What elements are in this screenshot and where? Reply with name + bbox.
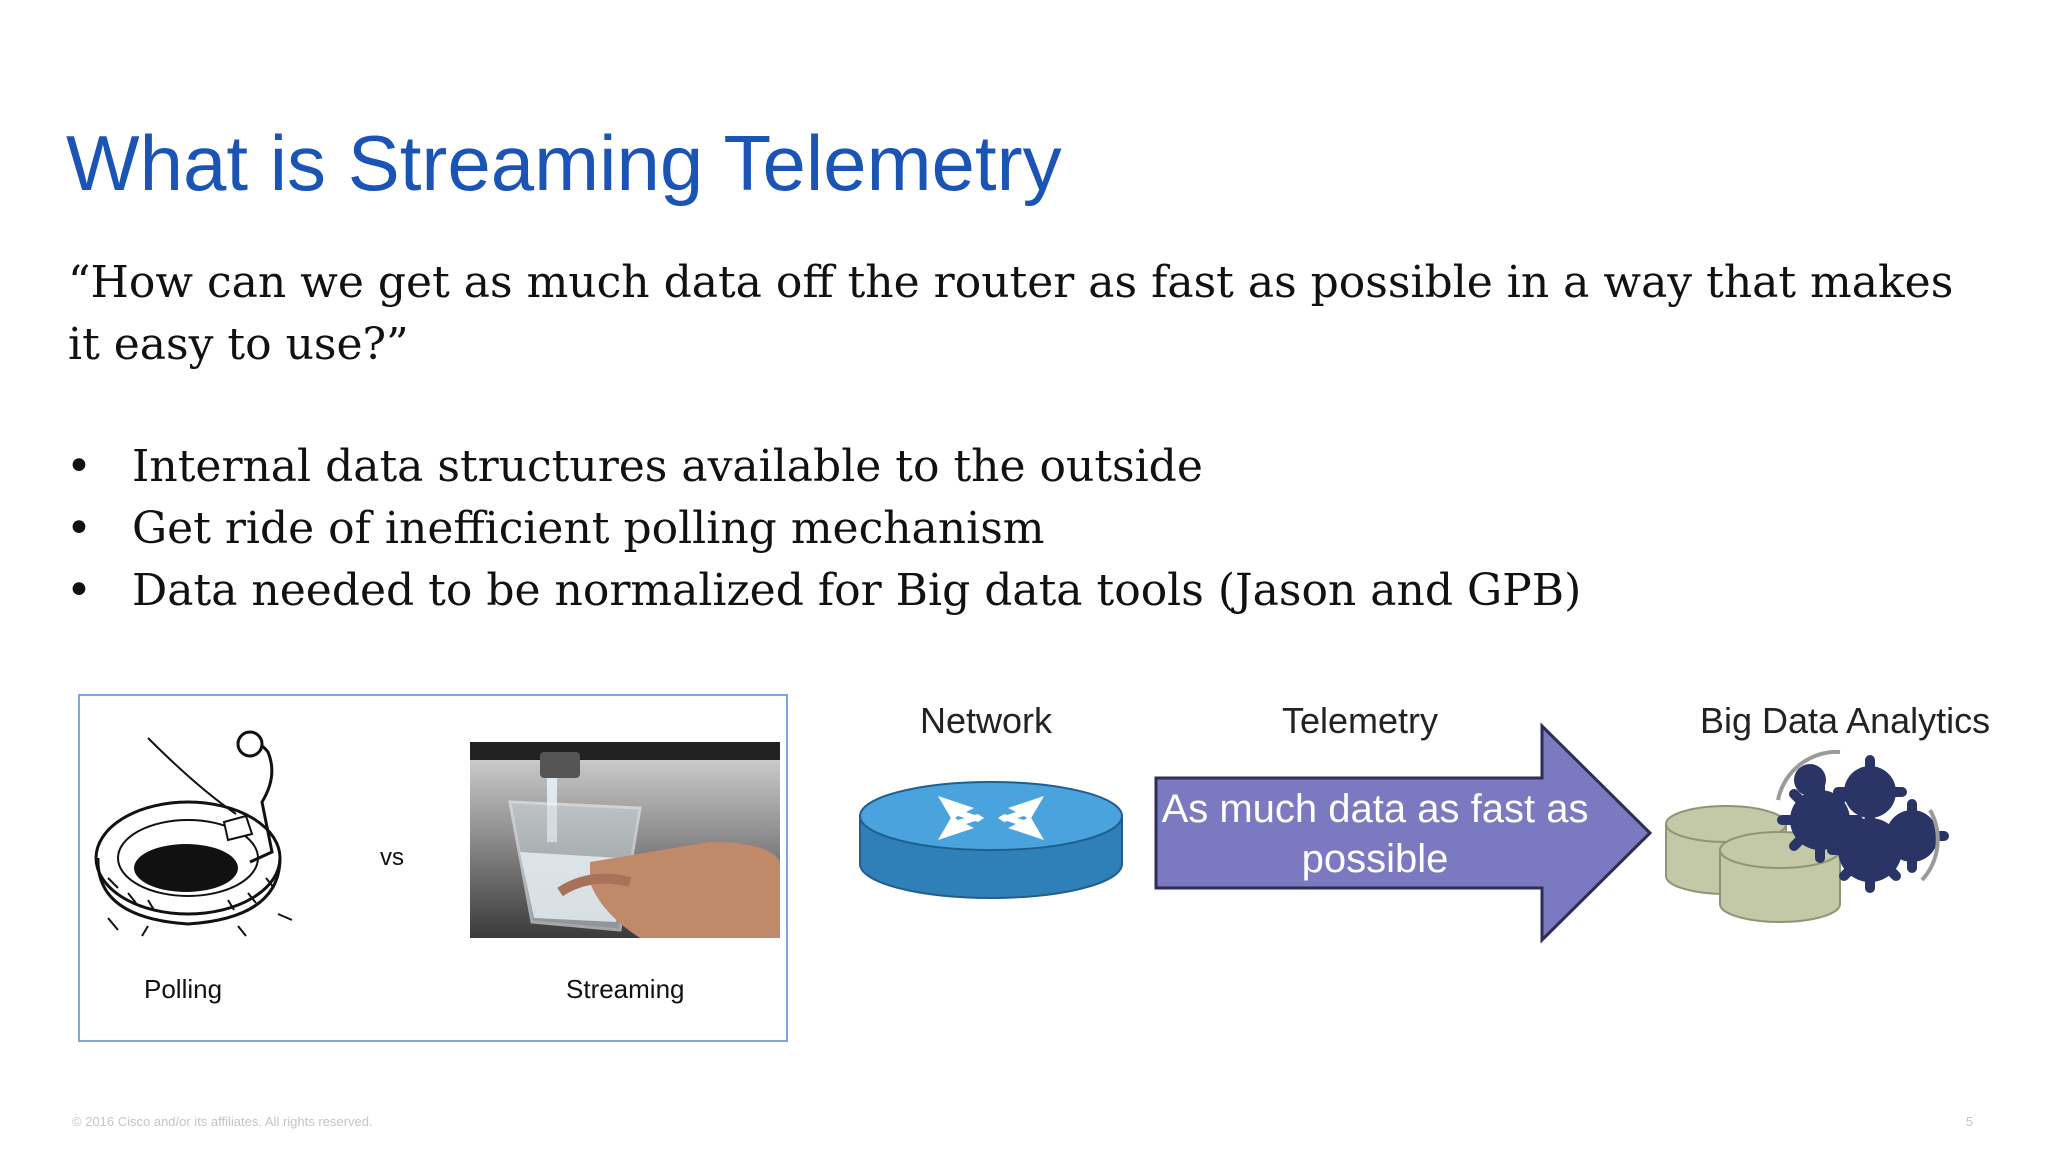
telemetry-arrow	[1154, 722, 1653, 944]
well-illustration	[94, 730, 293, 937]
quote-text: “How can we get as much data off the rou…	[68, 257, 1954, 370]
big-data-analytics-label: Big Data Analytics	[1700, 700, 1991, 741]
streaming-label: Streaming	[566, 974, 685, 1004]
bullet-glyph: •	[66, 441, 92, 492]
bullet-item: • Internal data structures available to t…	[66, 436, 1581, 498]
bullet-item: • Data needed to be normalized for Big da…	[66, 560, 1581, 622]
water-glass-photo	[470, 742, 780, 938]
bullet-text: Get ride of inefficient polling mechanis…	[132, 503, 1045, 554]
bullet-item: • Get ride of inefficient polling mechani…	[66, 498, 1581, 560]
polling-vs-streaming-figure: vs Polling Streaming	[78, 694, 788, 1042]
telemetry-label: Telemetry	[1282, 700, 1439, 741]
arrow-caption: As much data as fast as possible	[1161, 787, 1589, 881]
page-number: 5	[1966, 1114, 1974, 1129]
bullet-list: • Internal data structures available to t…	[66, 436, 1581, 622]
copyright-footer: © 2016 Cisco and/or its affiliates. All …	[72, 1114, 373, 1129]
network-label: Network	[920, 700, 1053, 741]
analytics-icon	[1665, 749, 1949, 923]
vs-label: vs	[380, 844, 404, 871]
router-icon	[859, 781, 1123, 899]
bullet-text: Internal data structures available to th…	[132, 441, 1203, 492]
bullet-glyph: •	[66, 565, 92, 616]
slide-title: What is Streaming Telemetry	[66, 119, 1062, 207]
bullet-text: Data needed to be normalized for Big dat…	[132, 565, 1582, 616]
bullet-glyph: •	[66, 503, 92, 554]
polling-label: Polling	[144, 974, 223, 1004]
